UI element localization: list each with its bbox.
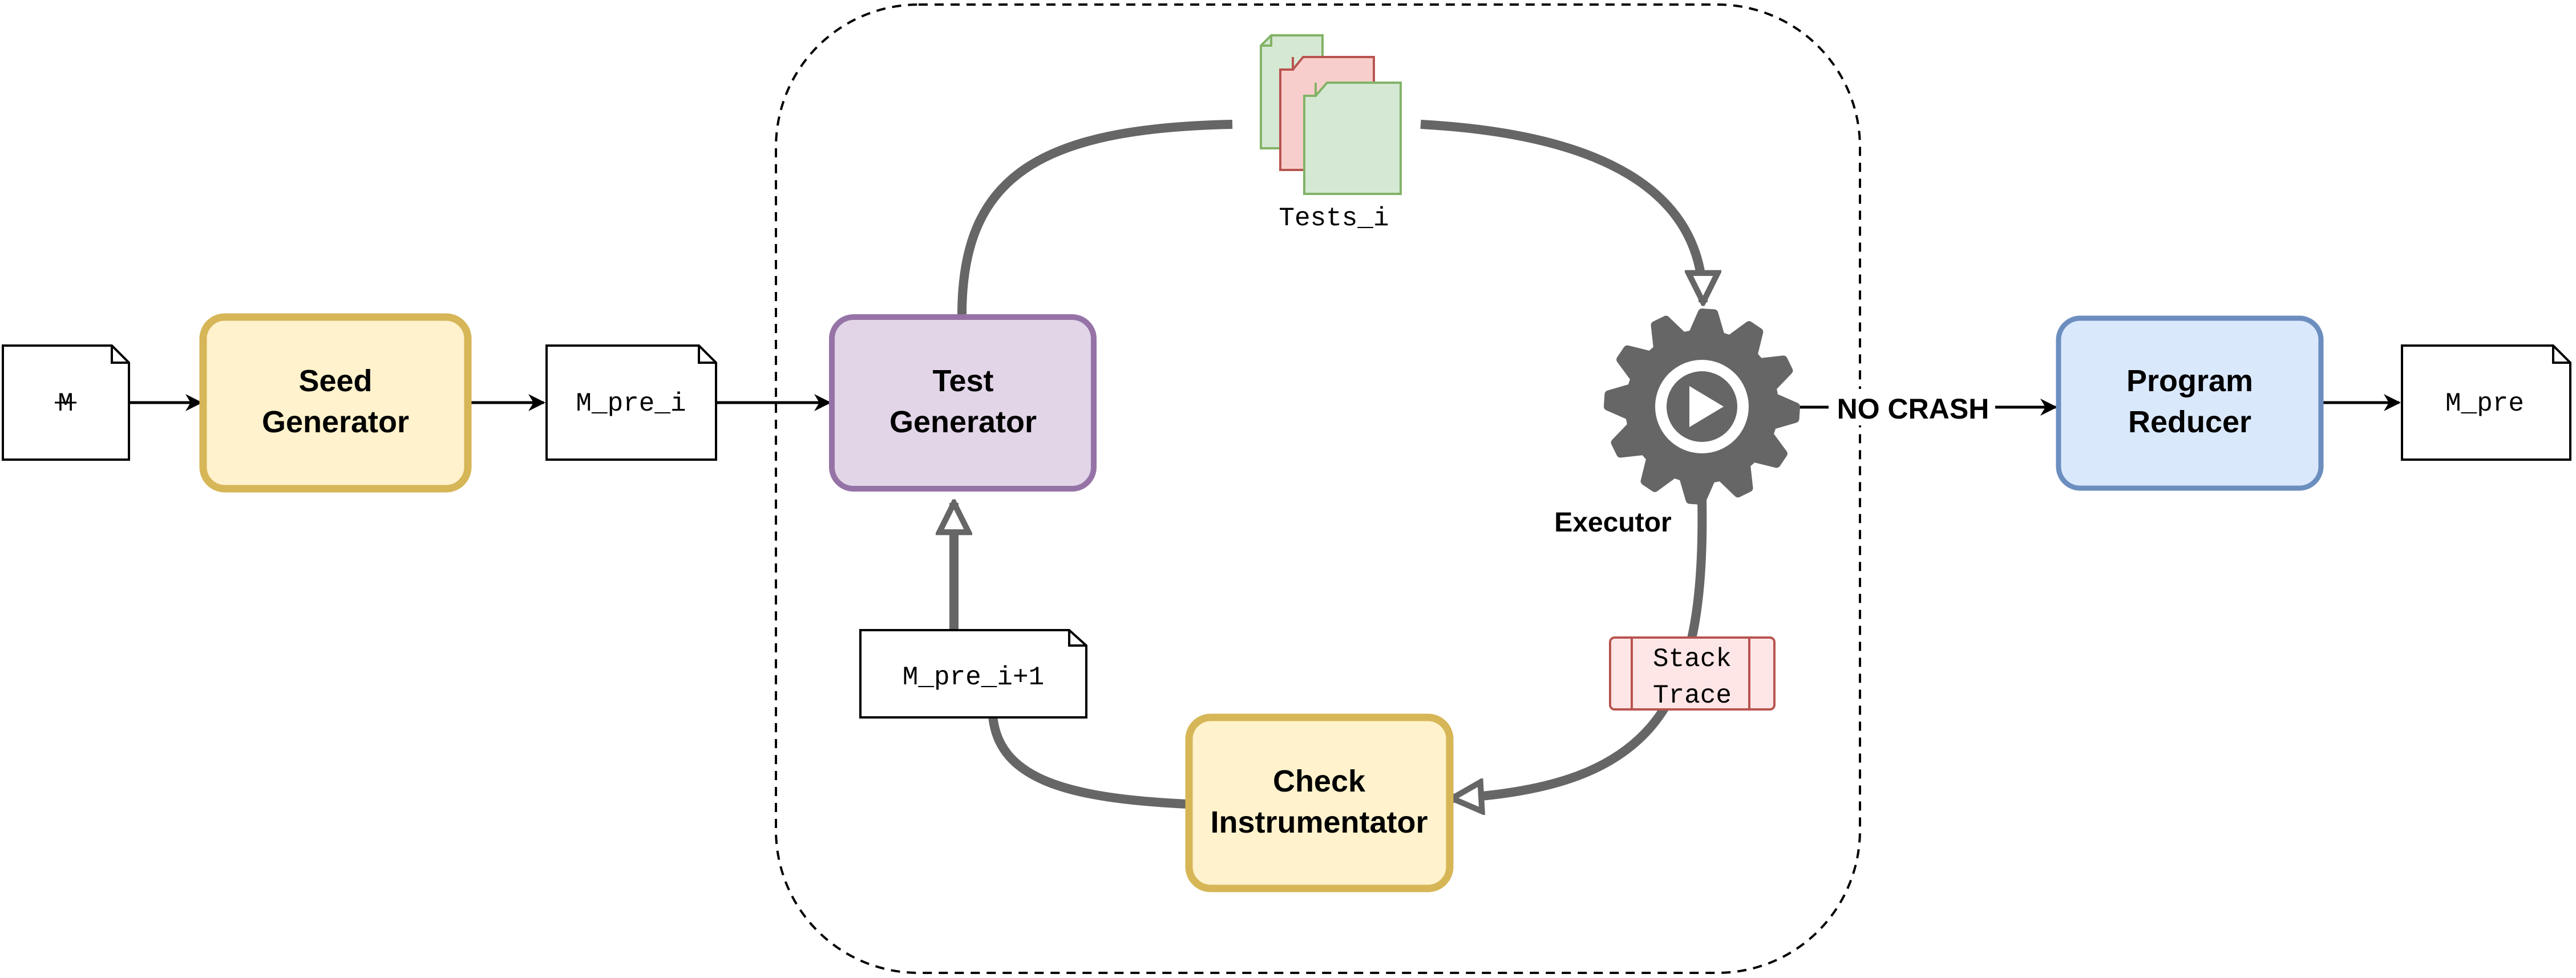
play-icon bbox=[1689, 386, 1724, 427]
program-reducer-line1: Program bbox=[2126, 364, 2253, 398]
arrow-instrumentator-to-mprei1 bbox=[988, 715, 1187, 809]
executor-gear-icon bbox=[1604, 309, 1800, 505]
check-instrumentator-line1: Check bbox=[1273, 764, 1366, 798]
arrow-testgen-to-tests bbox=[957, 120, 1233, 315]
check-instrumentator-box: Check Instrumentator bbox=[1185, 713, 1454, 892]
document-m-pre-i: M_pre_i bbox=[545, 344, 717, 461]
tests-i-label: Tests_i bbox=[1279, 204, 1389, 233]
program-reducer-box: Program Reducer bbox=[2056, 315, 2324, 491]
loop-container bbox=[775, 3, 1861, 974]
document-m-pre: M_pre bbox=[2401, 344, 2571, 461]
program-reducer-line2: Reducer bbox=[2128, 405, 2251, 439]
document-m-label: M bbox=[58, 389, 74, 419]
test-generator-line1: Test bbox=[932, 364, 993, 398]
seed-generator-box: Seed Generator bbox=[199, 313, 472, 493]
stack-trace-line1: Stack bbox=[1653, 644, 1732, 674]
document-m-pre-i-label: M_pre_i bbox=[576, 389, 686, 419]
stack-trace-box: Stack Trace bbox=[1609, 636, 1776, 711]
document-m-pre-label: M_pre bbox=[2445, 389, 2524, 419]
document-m-pre-i-plus-1-label: M_pre_i+1 bbox=[903, 663, 1044, 692]
seed-generator-line1: Seed bbox=[298, 364, 372, 398]
stack-trace-line2: Trace bbox=[1653, 681, 1732, 711]
no-crash-label: NO CRASH bbox=[1837, 393, 1989, 425]
test-doc-green-front bbox=[1303, 82, 1402, 195]
tests-stack: Tests_i bbox=[1260, 34, 1402, 233]
document-m-pre-i-plus-1: M_pre_i+1 bbox=[859, 629, 1087, 719]
check-instrumentator-line2: Instrumentator bbox=[1210, 805, 1427, 839]
arrow-tests-to-executor bbox=[1420, 120, 1703, 302]
no-crash-label-bg bbox=[1829, 389, 1995, 425]
document-m: M bbox=[2, 344, 130, 461]
test-generator-box: Test Generator bbox=[829, 314, 1097, 492]
test-generator-line2: Generator bbox=[889, 405, 1037, 439]
seed-generator-line2: Generator bbox=[262, 405, 409, 439]
executor-label: Executor bbox=[1554, 508, 1671, 538]
arrow-executor-to-instrumentator bbox=[1452, 498, 1707, 798]
